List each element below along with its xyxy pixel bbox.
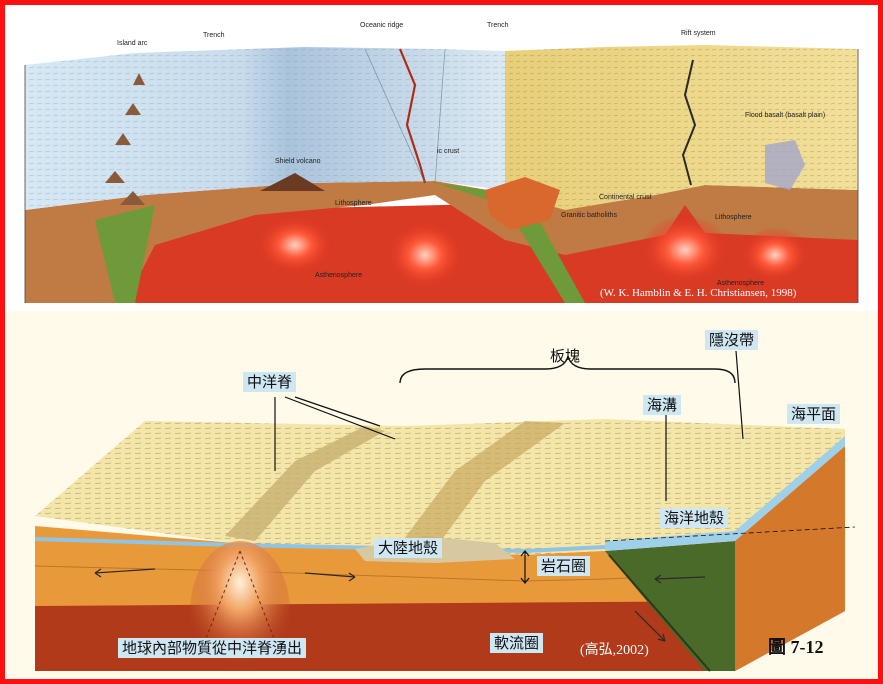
label-flood-basalt: Flood basalt (basalt plain)	[745, 112, 825, 119]
bottom-flow-arrows	[94, 568, 706, 642]
top-credit: (W. K. Hamblin & E. H. Christiansen, 199…	[600, 287, 797, 299]
bottom-ridge-zone	[225, 426, 385, 541]
top-subducting-slab	[435, 183, 585, 303]
label-lithosphere-right: Lithosphere	[715, 214, 752, 221]
label-mid-ocean-ridge: 中洋脊	[243, 372, 297, 392]
top-left-slab	[95, 205, 155, 303]
label-upwelling: 地球內部物質從中洋脊湧出	[118, 638, 307, 658]
figure-number: 圖 7-12	[768, 637, 824, 657]
label-asthenosphere-right: Asthenosphere	[717, 280, 764, 287]
label-continental-crust: 大陸地殼	[374, 538, 443, 558]
top-ridge-crest	[398, 48, 427, 184]
bottom-side-face	[735, 446, 845, 671]
bottom-leader-lines	[274, 350, 744, 501]
label-subduction-zone: 隱沒帶	[705, 330, 759, 350]
label-continental-crust: Continental crust	[599, 194, 652, 201]
label-trench-right: Trench	[487, 22, 509, 29]
top-rift-crack	[681, 59, 697, 186]
bottom-lithosphere-thickness	[520, 550, 530, 584]
label-oceanic-crust: 海洋地殼	[660, 508, 729, 528]
label-oceanic-ridge: Oceanic ridge	[360, 22, 403, 29]
label-sea-level: 海平面	[787, 404, 841, 424]
bottom-plate-brace	[399, 355, 736, 384]
label-trench: 海溝	[643, 395, 682, 415]
bottom-upwelling-glow	[190, 541, 290, 679]
label-rift-system: Rift system	[681, 30, 716, 37]
label-granitic-batholiths: Granitic batholiths	[561, 212, 618, 219]
label-shield-volcano: Shield volcano	[275, 158, 321, 165]
top-magma-glow-2	[385, 220, 465, 290]
bottom-subducting-slab	[605, 541, 735, 671]
label-oceanic-crust: ic crust	[437, 148, 459, 155]
bottom-credit: (高弘,2002)	[580, 643, 649, 658]
label-plate: 板塊	[550, 347, 581, 365]
label-trench-left: Trench	[203, 32, 225, 39]
label-asthenosphere: 軟流圈	[490, 633, 544, 653]
top-flood-basalt	[765, 140, 805, 190]
top-magma-glow-1	[255, 215, 335, 275]
top-magma-glow-4	[740, 227, 810, 283]
top-diagram: Island arc Trench Oceanic ridge Trench R…	[5, 5, 878, 305]
bottom-diagram	[5, 311, 878, 679]
top-island-arc-volcanoes	[105, 73, 145, 205]
label-island-arc: Island arc	[117, 40, 148, 47]
label-lithosphere-left: Lithosphere	[335, 200, 372, 207]
top-magma-glow-3	[640, 215, 730, 285]
label-asthenosphere-left: Asthenosphere	[315, 272, 362, 279]
top-shield-volcano	[260, 173, 325, 191]
top-lithosphere	[25, 181, 858, 303]
top-batholiths	[485, 177, 560, 230]
label-lithosphere: 岩石圈	[537, 556, 591, 576]
